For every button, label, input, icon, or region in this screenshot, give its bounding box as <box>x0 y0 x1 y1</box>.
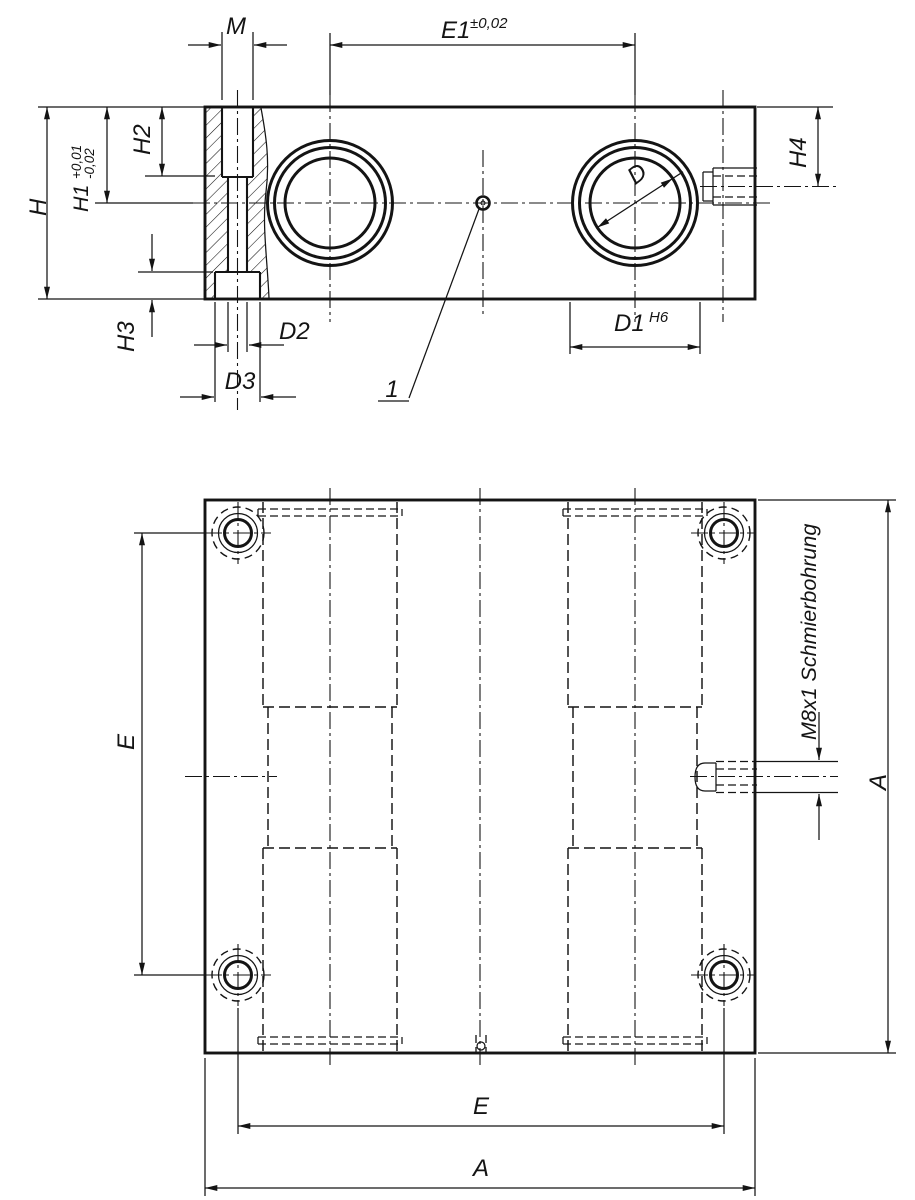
dim-label-counterbore-dia: D3 <box>225 368 256 395</box>
dim-label-bore-axis-tol-minus: -0,02 <box>82 148 97 179</box>
hidden-bores <box>257 502 708 1051</box>
dim-label-e-left: E <box>113 733 140 750</box>
dim-center-distance: E1 ±0,02 <box>329 15 636 95</box>
mounting-hole-section <box>213 108 262 298</box>
dim-label-height: H <box>25 198 52 216</box>
plan-lube-port <box>694 760 757 794</box>
plan-view: E A M8x1 Schmierbohrung E <box>113 488 896 1196</box>
mounting-hole-top-left <box>205 502 271 564</box>
dim-width: A <box>204 1058 756 1196</box>
dim-lube-port: M8x1 Schmierbohrung <box>757 524 838 840</box>
dim-label-hole-dia: D2 <box>279 318 310 345</box>
dim-thread-depth: H2 <box>129 107 215 177</box>
item-leader: 1 <box>378 208 480 403</box>
dim-label-center-distance-tol: ±0,02 <box>470 15 508 32</box>
dim-label-thread-depth: H2 <box>129 124 156 155</box>
dim-counterbore-depth: H3 <box>113 234 213 352</box>
dim-counterbore-dia: D3 <box>180 302 296 402</box>
break-line <box>260 107 270 299</box>
mounting-hole-bottom-right <box>691 944 756 1006</box>
dim-label-e-bottom: E <box>473 1093 490 1120</box>
dim-bearing-seat: D1 H6 <box>569 302 701 354</box>
mounting-hole-top-right <box>691 502 756 564</box>
dim-hole-spacing-horizontal: E <box>237 1008 725 1134</box>
front-view: D M E1 ±0,02 H <box>25 13 838 410</box>
dim-label-center-distance: E1 <box>441 17 470 44</box>
dim-label-bearing-seat: D1 <box>614 310 645 337</box>
dim-label-lube-port: M8x1 Schmierbohrung <box>797 524 821 740</box>
dim-thread: M <box>188 13 287 100</box>
dim-label-lube-height: H4 <box>785 137 812 168</box>
dim-label-shaft-dia: D <box>622 158 652 190</box>
bottom-center-hole <box>475 1035 487 1052</box>
plan-centerlines <box>185 488 838 1068</box>
dim-height: H <box>25 106 205 300</box>
dim-hole-dia: D2 <box>194 302 310 352</box>
dim-bore-axis-height: H1 +0,01 -0,02 <box>69 107 110 212</box>
dim-label-counterbore-depth: H3 <box>113 321 140 352</box>
dim-lube-height: H4 <box>757 106 833 186</box>
front-centerlines <box>95 90 838 410</box>
dim-shaft-dia: D <box>596 158 684 229</box>
dim-label-a-bottom: A <box>471 1155 489 1182</box>
item-ref-label: 1 <box>385 376 398 403</box>
dim-label-bearing-seat-fit: H6 <box>649 309 669 326</box>
dim-label-bore-axis-tol-plus: +0,01 <box>69 145 84 179</box>
mounting-hole-bottom-left <box>205 944 271 1006</box>
dim-label-a-right: A <box>865 774 892 792</box>
dim-depth: A <box>758 499 896 1054</box>
dim-label-thread: M <box>226 13 246 40</box>
dim-label-bore-axis: H1 <box>69 185 93 212</box>
dim-hole-spacing-vertical: E <box>113 532 204 976</box>
